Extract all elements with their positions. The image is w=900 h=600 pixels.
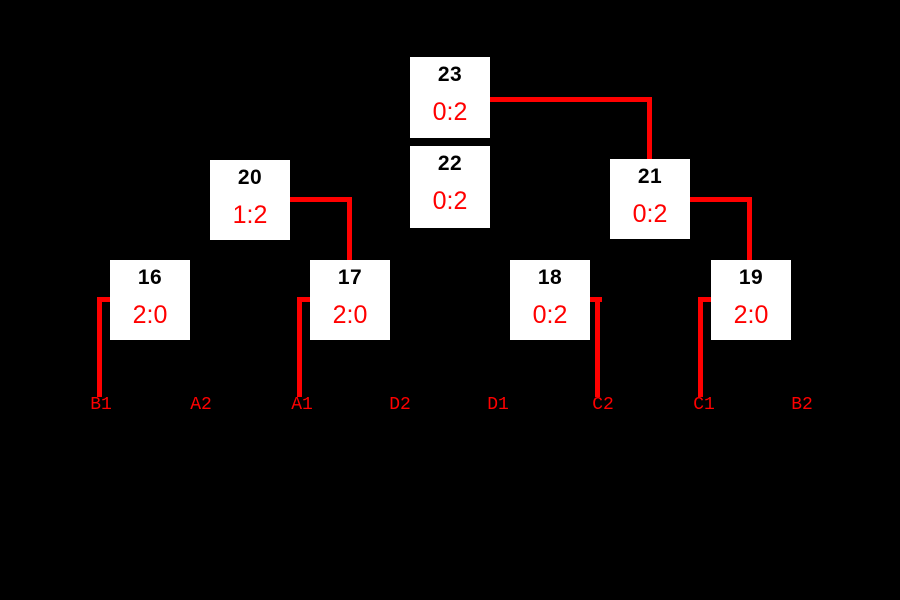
match-number: 21	[637, 165, 663, 188]
match-box-22: 22 0:2	[410, 146, 490, 228]
match-box-23: 23 0:2	[410, 57, 490, 138]
match-box-18: 18 0:2	[510, 260, 590, 340]
match-score: 2:0	[733, 301, 769, 329]
match-number: 18	[537, 266, 563, 289]
match-number: 19	[738, 266, 764, 289]
match-number: 23	[437, 63, 463, 86]
connector-final23-to-semi21-horizontal	[490, 97, 652, 102]
match-box-21: 21 0:2	[610, 159, 690, 239]
match-score: 0:2	[432, 98, 468, 126]
match-number: 17	[337, 266, 363, 289]
connector-semi20-to-match17-horizontal	[290, 197, 352, 202]
connector-match18-to-seed-c2-vertical	[595, 297, 600, 397]
connector-semi21-to-match19-horizontal	[690, 197, 752, 202]
seed-label-d2: D2	[389, 395, 411, 415]
seed-label-a2: A2	[190, 395, 212, 415]
seed-label-b1: B1	[90, 395, 112, 415]
connector-match17-to-seed-a1-horizontal	[297, 297, 310, 302]
connector-match17-to-seed-a1-vertical	[297, 297, 302, 397]
connector-match16-to-seed-b1-horizontal	[97, 297, 110, 302]
match-box-20: 20 1:2	[210, 160, 290, 240]
match-score: 2:0	[132, 301, 168, 329]
match-score: 0:2	[632, 200, 668, 228]
seed-label-c1: C1	[693, 395, 715, 415]
connector-final23-to-semi21-vertical	[647, 97, 652, 159]
match-number: 22	[437, 152, 463, 175]
connector-semi20-to-match17-vertical	[347, 197, 352, 260]
seed-label-c2: C2	[592, 395, 614, 415]
match-number: 16	[137, 266, 163, 289]
match-score: 1:2	[232, 201, 268, 229]
connector-semi21-to-match19-vertical	[747, 197, 752, 260]
connector-match16-to-seed-b1-vertical	[97, 297, 102, 397]
match-box-19: 19 2:0	[711, 260, 791, 340]
seed-label-d1: D1	[487, 395, 509, 415]
match-number: 20	[237, 166, 263, 189]
seed-label-a1: A1	[291, 395, 313, 415]
connector-match19-to-seed-c1-horizontal	[698, 297, 711, 302]
connector-match19-to-seed-c1-vertical	[698, 297, 703, 397]
match-box-16: 16 2:0	[110, 260, 190, 340]
match-score: 2:0	[332, 301, 368, 329]
seed-label-b2: B2	[791, 395, 813, 415]
match-box-17: 17 2:0	[310, 260, 390, 340]
match-score: 0:2	[532, 301, 568, 329]
match-score: 0:2	[432, 187, 468, 215]
